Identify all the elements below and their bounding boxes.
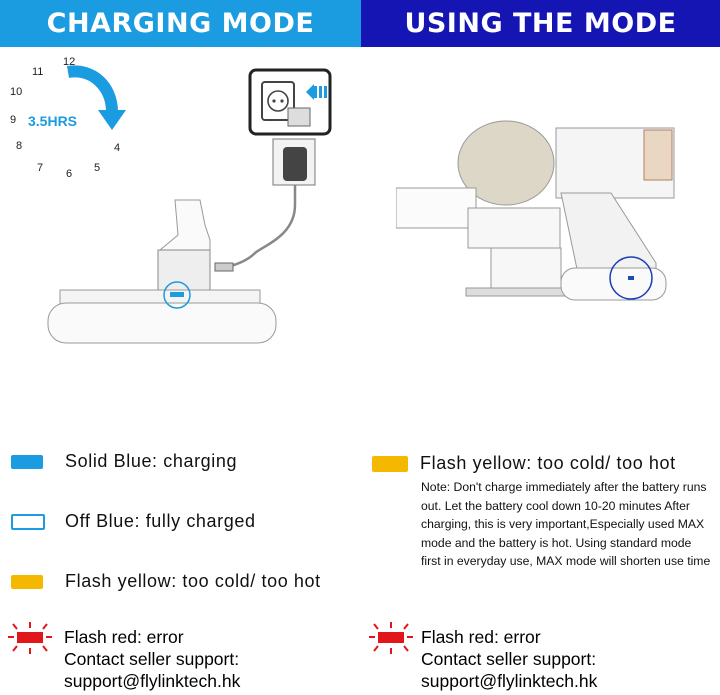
battery-icon <box>47 199 277 344</box>
legend-label: Solid Blue: charging <box>65 451 238 471</box>
contact-label: Contact seller support: <box>64 649 240 669</box>
legend-flash-yellow-right: Flash yellow: too cold/ too hot <box>372 453 676 474</box>
charging-mode-banner: CHARGING MODE <box>0 0 361 47</box>
clock-number: 7 <box>37 162 44 174</box>
contact-label: Contact seller support: <box>421 649 597 669</box>
battery-note: Note: Don't charge immediately after the… <box>421 480 711 568</box>
clock-arrow-icon <box>67 65 126 130</box>
yellow-swatch <box>11 574 43 589</box>
legend-label: Flash yellow: too cold/ too hot <box>420 453 676 473</box>
off-blue-swatch <box>11 513 45 530</box>
legend-flash-yellow: Flash yellow: too cold/ too hot <box>11 571 321 592</box>
solid-blue-swatch <box>11 454 43 469</box>
clock-number: 8 <box>16 140 23 152</box>
vacuum-icon <box>396 120 675 301</box>
legend-solid-blue: Solid Blue: charging <box>11 451 237 472</box>
error-info-right: Flash red: error Contact seller support:… <box>421 626 597 692</box>
clock-number: 5 <box>94 162 101 174</box>
legend-label: Flash yellow: too cold/ too hot <box>65 571 321 591</box>
error-info-left: Flash red: error Contact seller support:… <box>64 626 240 692</box>
clock-number: 4 <box>114 142 121 154</box>
clock-number: 6 <box>66 168 73 180</box>
clock-number: 12 <box>63 56 76 68</box>
charger-plug-icon <box>214 138 316 272</box>
error-label: Flash red: error <box>64 627 184 647</box>
red-flash-led-icon <box>8 622 52 654</box>
error-label: Flash red: error <box>421 627 541 647</box>
red-flash-led-icon <box>369 622 413 654</box>
support-email[interactable]: support@flylinktech.hk <box>64 671 241 691</box>
wall-socket-icon <box>248 68 332 136</box>
legend-label: Off Blue: fully charged <box>65 511 256 531</box>
clock-number: 10 <box>10 86 23 98</box>
using-mode-banner: USING THE MODE <box>361 0 720 47</box>
support-email[interactable]: support@flylinktech.hk <box>421 671 598 691</box>
charge-duration-label: 3.5HRS <box>28 113 78 129</box>
legend-off-blue: Off Blue: fully charged <box>11 511 256 532</box>
clock-number: 9 <box>10 114 17 126</box>
yellow-swatch <box>372 455 408 472</box>
clock-number: 11 <box>32 66 44 78</box>
